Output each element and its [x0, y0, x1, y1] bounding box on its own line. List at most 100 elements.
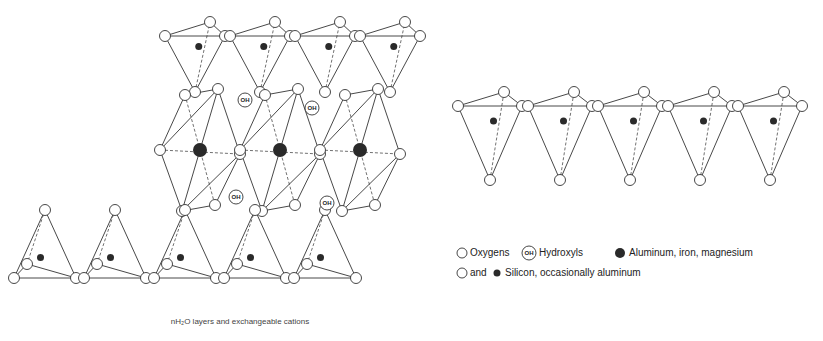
oxygen-atom [289, 273, 300, 284]
oxygen-atom [229, 190, 243, 204]
aluminum-atom [273, 143, 287, 157]
aluminum-atom [353, 143, 367, 157]
bond-line [224, 210, 255, 278]
oxygen-atom [290, 200, 301, 211]
bond-line [165, 36, 195, 92]
bond-line [738, 106, 802, 107]
oxygen-atom [92, 259, 103, 270]
bond-line [97, 210, 115, 264]
bond-line [598, 106, 630, 180]
bond-line [298, 89, 320, 154]
bond-line [154, 210, 185, 278]
bond-line [165, 36, 225, 37]
bond-line [390, 36, 420, 92]
bond-line [458, 106, 490, 180]
bond-line [528, 92, 574, 106]
oxygen-atom [779, 87, 790, 98]
bond-line [265, 95, 295, 205]
bond-line [360, 36, 420, 37]
caption-text: nH₂O layers and exchangeable cations [171, 318, 309, 326]
bond-line [84, 210, 115, 278]
legend-connector-word: and [470, 268, 487, 278]
bond-line [295, 22, 340, 36]
bond-line [360, 36, 390, 92]
bond-line [560, 92, 574, 180]
bond-line [700, 106, 732, 180]
bond-line [598, 92, 644, 106]
silicon-atom [107, 254, 114, 261]
bond-line [528, 106, 560, 180]
hydroxyl-label: OH [232, 194, 241, 200]
oxygen-atom [709, 87, 720, 98]
silicon-swatch [494, 270, 501, 277]
bond-line [770, 106, 802, 180]
bond-line [160, 150, 182, 211]
oxygen-atom [180, 205, 191, 216]
bond-line [294, 210, 325, 278]
oxygen-atom [302, 259, 313, 270]
oxygen-atom [155, 145, 166, 156]
bond-line [230, 36, 260, 92]
bond-line [458, 92, 504, 106]
oxygen-atom [415, 31, 426, 42]
oxygen-atom [340, 90, 351, 101]
hydroxyl-label: OH [525, 250, 534, 256]
bond-line [342, 154, 400, 211]
bond-line [195, 36, 225, 92]
silicon-atom [317, 254, 324, 261]
silicon-atom [770, 118, 777, 125]
oxygen-atom [457, 248, 467, 258]
bond-line [295, 154, 320, 205]
oxygen-atom [149, 273, 160, 284]
bond-line [237, 264, 286, 278]
hydroxyl-label: OH [308, 105, 317, 111]
oxygen-atom [370, 200, 381, 211]
legend-text: Aluminum, iron, magnesium [629, 248, 753, 258]
oxygen-atom [260, 90, 271, 101]
oxygen-atom [225, 31, 236, 42]
bond-line [237, 210, 255, 264]
legend-text: Oxygens [470, 248, 509, 258]
oxygen-atom [337, 206, 348, 217]
oxygen-atom [499, 87, 510, 98]
oxygen-atom [663, 101, 674, 112]
oxygen-atom [320, 196, 334, 210]
oxygen-atom [625, 175, 636, 186]
bond-line [27, 264, 76, 278]
oxygen-atom [238, 93, 252, 107]
oxygen-atom [320, 87, 331, 98]
bond-line [738, 106, 770, 180]
oxygen-atom [457, 268, 467, 278]
oxygen-atom [190, 87, 201, 98]
bond-line [630, 106, 662, 180]
hydroxyl-label: OH [241, 97, 250, 103]
bond-line [195, 22, 210, 92]
bond-line [378, 89, 400, 154]
silicon-atom [195, 43, 202, 50]
oxygen-atom [235, 145, 246, 156]
silicon-atom [260, 43, 267, 50]
oxygen-atom [485, 175, 496, 186]
bond-line [255, 210, 286, 278]
bond-line [218, 89, 240, 154]
oxygen-atom [293, 84, 304, 95]
bond-line [325, 22, 340, 92]
bond-line [160, 95, 185, 150]
bond-line [262, 154, 320, 211]
bond-line [668, 106, 732, 107]
bond-line [97, 264, 146, 278]
oxygen-atom [335, 17, 346, 28]
bond-line [14, 278, 76, 279]
bond-line [325, 210, 356, 278]
bond-line [294, 278, 356, 279]
oxygen-atom [290, 31, 301, 42]
bond-line [307, 210, 325, 264]
silicon-atom [247, 254, 254, 261]
oxygen-atom [373, 84, 384, 95]
silicon-atom [390, 43, 397, 50]
oxygen-atom [205, 17, 216, 28]
bond-line [230, 36, 290, 37]
oxygen-atom [797, 101, 808, 112]
